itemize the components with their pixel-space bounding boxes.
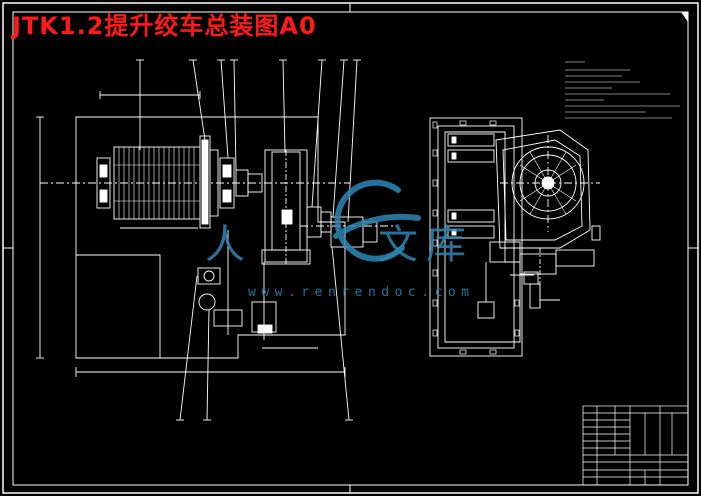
centering-marks [3,3,698,493]
watermark-url: www.renrendoc.com [248,285,475,300]
side-view [429,117,601,357]
watermark-glyph-ku: 库 [426,222,466,268]
watermark-glyph-ren: 人 [205,222,245,268]
renrendoc-watermark-logo-icon [333,179,421,262]
technical-notes [565,61,680,119]
title-block [582,405,689,486]
watermark-glyph-wen: 文 [378,222,418,268]
drawing-title: JTK1.2提升绞车总装图A0 [12,12,317,40]
front-view [36,59,395,421]
orientation-mark [681,12,688,22]
